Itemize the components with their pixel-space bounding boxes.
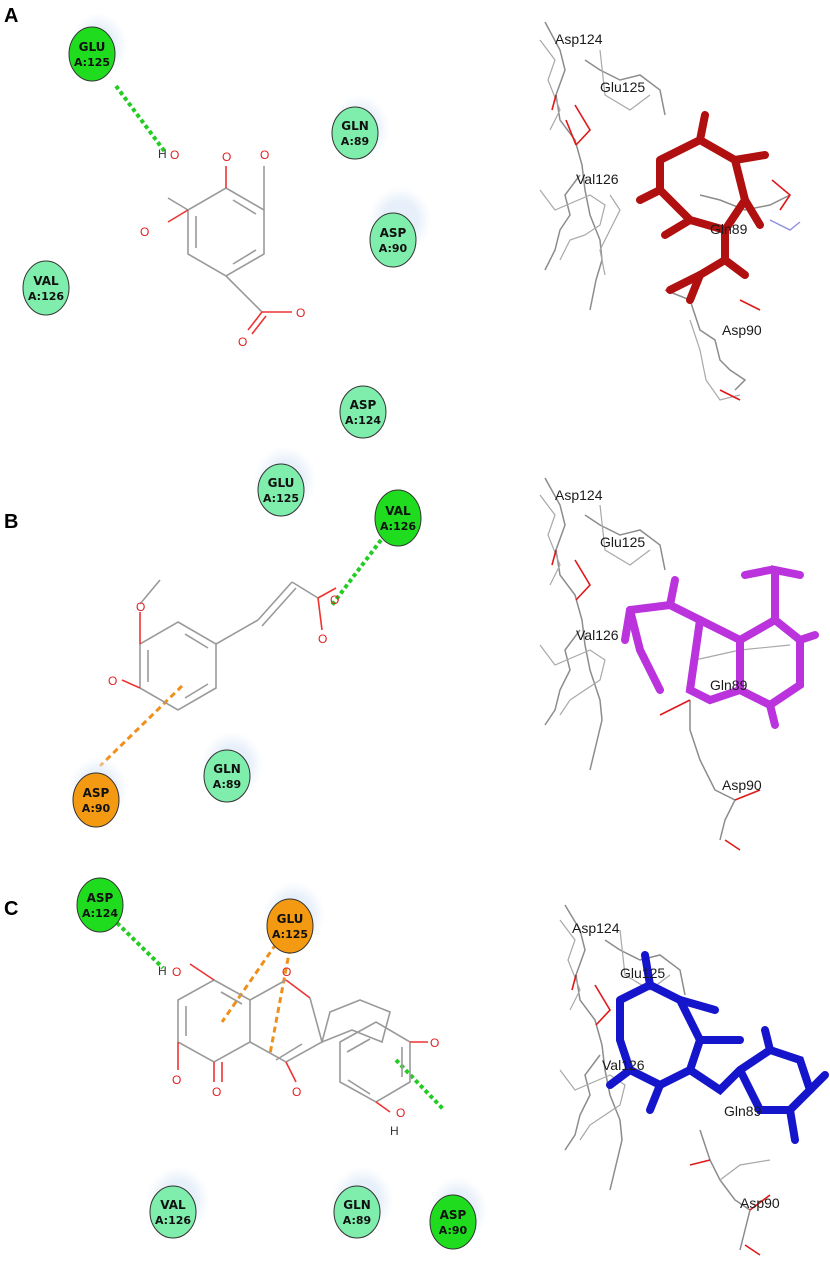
hydrogen-atom: H: [158, 964, 167, 978]
ligand-3d-c: [606, 951, 829, 1144]
structure-3d-a: [539, 21, 801, 401]
label-3d: Asp124: [572, 920, 620, 936]
residue-gln-89: GLN A:89: [330, 94, 390, 162]
svg-text:A:90: A:90: [379, 242, 408, 255]
panel-label-a: A: [4, 5, 18, 27]
svg-text:A:89: A:89: [343, 1214, 371, 1227]
residue-glu-125: GLU A:125: [68, 12, 128, 82]
oxygen-atom: O: [282, 965, 291, 979]
residue-asp-124: ASP A:124: [76, 877, 124, 933]
svg-text:ASP: ASP: [440, 1208, 467, 1222]
residue-asp-90: ASP A:90: [68, 756, 128, 828]
residue-gln-89: GLN A:89: [200, 731, 264, 803]
residue-gln-89: GLN A:89: [330, 1166, 394, 1239]
svg-text:A:126: A:126: [28, 290, 64, 303]
svg-text:GLN: GLN: [343, 1198, 371, 1212]
structure-3d-c: [559, 904, 771, 1256]
pi-interaction-line: [98, 684, 184, 768]
svg-text:GLU: GLU: [277, 912, 304, 926]
pi-interaction-line: [220, 943, 278, 1023]
oxygen-atom: O: [140, 225, 149, 239]
label-3d: Val126: [602, 1057, 645, 1073]
residue-val-126: VAL A:126: [146, 1166, 210, 1239]
label-3d: Glu125: [620, 965, 665, 981]
svg-text:VAL: VAL: [385, 504, 411, 518]
hydrogen-atom: H: [390, 1124, 399, 1138]
label-3d: Gln89: [724, 1103, 762, 1119]
residue-asp-90: ASP A:90: [428, 1176, 488, 1250]
svg-text:A:126: A:126: [380, 520, 416, 533]
svg-text:A:89: A:89: [213, 778, 241, 791]
svg-text:GLU: GLU: [79, 40, 106, 54]
ligand-3d-a: [636, 111, 769, 304]
label-3d: Asp90: [722, 777, 762, 793]
panel-label-c: C: [4, 898, 18, 920]
svg-text:GLN: GLN: [213, 762, 241, 776]
svg-text:A:124: A:124: [345, 414, 381, 427]
residue-glu-125: GLU A:125: [253, 446, 317, 517]
svg-text:A:90: A:90: [82, 802, 111, 815]
svg-text:ASP: ASP: [350, 398, 377, 412]
svg-text:A:125: A:125: [74, 56, 110, 69]
oxygen-atom: O: [396, 1106, 405, 1120]
hbond-line: [330, 538, 383, 607]
oxygen-atom: O: [170, 148, 179, 162]
label-3d: Glu125: [600, 79, 645, 95]
ligand-2d-b: [121, 579, 337, 711]
hbond-line: [394, 1058, 446, 1112]
svg-text:ASP: ASP: [83, 786, 110, 800]
residue-val-126: VAL A:126: [374, 489, 422, 547]
hydrogen-atom: H: [158, 147, 167, 161]
residue-asp-90: ASP A:90: [368, 186, 432, 268]
oxygen-atom: O: [212, 1085, 221, 1099]
svg-text:GLN: GLN: [341, 119, 369, 133]
label-3d: Val126: [576, 171, 619, 187]
oxygen-atom: O: [222, 150, 231, 164]
label-3d: Asp124: [555, 31, 603, 47]
svg-text:ASP: ASP: [380, 226, 407, 240]
svg-text:GLU: GLU: [268, 476, 295, 490]
oxygen-atom: O: [430, 1036, 439, 1050]
oxygen-atom: O: [318, 632, 327, 646]
residue-asp-124: ASP A:124: [339, 385, 387, 439]
ligand-2d-c: [177, 963, 428, 1113]
residue-glu-125: GLU A:125: [262, 881, 326, 954]
svg-text:A:90: A:90: [439, 1224, 468, 1237]
svg-text:A:126: A:126: [155, 1214, 191, 1227]
label-3d: Gln89: [710, 221, 748, 237]
residue-val-126: VAL A:126: [22, 260, 70, 316]
label-3d: Asp90: [722, 322, 762, 338]
label-3d: Asp124: [555, 487, 603, 503]
oxygen-atom: O: [292, 1085, 301, 1099]
svg-text:ASP: ASP: [87, 891, 114, 905]
svg-text:A:124: A:124: [82, 907, 118, 920]
label-3d: Glu125: [600, 534, 645, 550]
svg-text:VAL: VAL: [160, 1198, 186, 1212]
oxygen-atom: O: [172, 965, 181, 979]
oxygen-atom: O: [108, 674, 117, 688]
label-3d: Asp90: [740, 1195, 780, 1211]
svg-text:VAL: VAL: [33, 274, 59, 288]
oxygen-atom: O: [136, 600, 145, 614]
ligand-3d-b: [621, 565, 819, 729]
hbond-line: [110, 916, 165, 970]
oxygen-atom: O: [238, 335, 247, 349]
structure-3d-b: [539, 477, 791, 851]
pi-interaction-line: [268, 947, 292, 1055]
svg-text:A:125: A:125: [263, 492, 299, 505]
oxygen-atom: O: [330, 593, 339, 607]
svg-text:A:125: A:125: [272, 928, 308, 941]
ligand-2d-a: [167, 166, 292, 335]
panel-label-b: B: [4, 511, 18, 533]
oxygen-atom: O: [260, 148, 269, 162]
oxygen-atom: O: [296, 306, 305, 320]
hbond-line: [114, 84, 167, 154]
label-3d: Gln89: [710, 677, 748, 693]
oxygen-atom: O: [172, 1073, 181, 1087]
label-3d: Val126: [576, 627, 619, 643]
svg-text:A:89: A:89: [341, 135, 369, 148]
